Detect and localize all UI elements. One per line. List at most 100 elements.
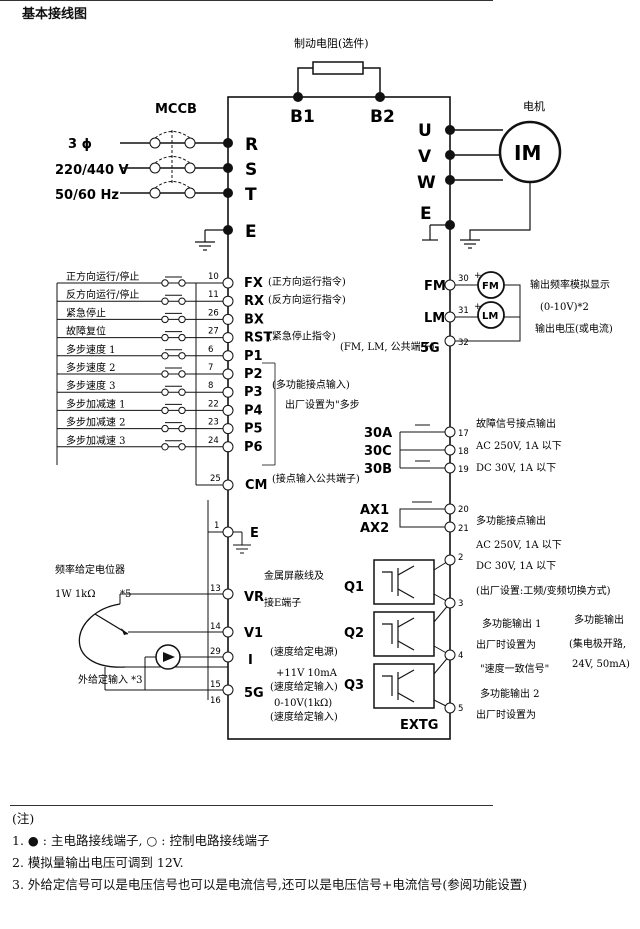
analog-out-common-note: (FM, LM, 公共端子) <box>340 340 435 353</box>
switch-contact <box>161 424 169 433</box>
switch-contact <box>178 352 186 360</box>
lm-num: 31 <box>458 306 469 316</box>
oc-num-4: 4 <box>458 651 463 661</box>
terminal-w: W <box>417 173 436 193</box>
notes-title: (注) <box>12 811 35 826</box>
switch-contact <box>161 279 169 287</box>
control-input-num: 22 <box>208 399 219 409</box>
notes-divider <box>10 805 493 806</box>
control-input-label: P2 <box>244 367 263 382</box>
control-input-note: (反方向运行指令) <box>268 293 346 306</box>
control-input-label: P6 <box>244 440 263 455</box>
v1-num: 14 <box>210 622 221 632</box>
i-label: I <box>248 653 253 668</box>
switch-contact <box>178 388 186 396</box>
mccb-label: MCCB <box>155 102 197 117</box>
control-terminal <box>222 295 234 307</box>
control-input-num: 7 <box>208 363 213 373</box>
analog-out-desc-2: (0-10V)*2 <box>540 302 589 313</box>
oc-note-1: 多功能输出 1 <box>482 617 542 630</box>
pot-label: 频率给定电位器 <box>55 563 125 576</box>
switch-contact <box>161 297 169 305</box>
extg-label: EXTG <box>400 718 438 733</box>
control-terminal <box>222 350 234 362</box>
control-input-label: BX <box>244 312 264 327</box>
inverter-body <box>227 96 451 740</box>
multi-input-note-1: (多功能接点输入) <box>272 378 350 391</box>
control-input-desc: 多步速度 2 <box>66 361 116 374</box>
q3-label: Q3 <box>344 678 364 693</box>
terminal-s: S <box>245 160 257 180</box>
control-input-note: (正方向运行指令) <box>268 275 346 288</box>
control-input-desc: 多步速度 3 <box>66 379 116 392</box>
analog-inputs: 频率给定电位器 1W 1kΩ *5 外给定输入 *3 13 14 29 15 1… <box>55 563 338 723</box>
v1-label: V1 <box>244 626 263 641</box>
analog-in-note-7: (速度给定输入) <box>270 710 338 723</box>
fault-num-19: 19 <box>458 465 469 475</box>
switch-contact <box>178 424 186 433</box>
fault-desc-1: 故障信号接点输出 <box>476 417 556 430</box>
switch-contact <box>161 370 169 378</box>
ax2-label: AX2 <box>360 521 389 536</box>
b2-label: B2 <box>370 107 395 127</box>
analog-in-note-1: 金属屏蔽线及 <box>264 569 324 582</box>
control-input-label: RST <box>244 331 272 346</box>
control-input-desc: 故障复位 <box>66 325 106 338</box>
terminal-t: T <box>245 185 257 205</box>
multi-relay-desc-4: (出厂设置:工频/变频切换方式) <box>476 584 611 597</box>
analog-in-note-2: 接E端子 <box>264 596 301 609</box>
analog-in-note-6: 0-10V(1kΩ) <box>274 698 332 709</box>
phase-label: 3 ϕ <box>68 137 92 152</box>
control-input-num: 6 <box>208 345 213 355</box>
control-input-label: P3 <box>244 385 263 400</box>
control-input-desc: 多步加减速 1 <box>66 397 126 410</box>
control-terminal <box>222 368 234 380</box>
fm-terminal: FM <box>424 279 446 294</box>
oc-num-5: 5 <box>458 704 463 714</box>
q2-label: Q2 <box>344 626 364 641</box>
q1-label: Q1 <box>344 580 364 595</box>
control-terminal <box>222 313 234 325</box>
oc-side-1: 多功能输出 <box>574 613 624 626</box>
brake-resistor: 制动电阻(选件) B1 B2 <box>290 37 395 127</box>
vr-num: 13 <box>210 584 221 594</box>
control-terminal <box>222 332 234 344</box>
switch-contact <box>178 279 186 287</box>
note-3: 3. 外给定信号可以是电压信号也可以是电流信号,还可以是电压信号+电流信号(参阅… <box>12 877 528 892</box>
control-input-label: P4 <box>244 403 263 418</box>
fault-num-18: 18 <box>458 447 469 457</box>
oc-num-2: 2 <box>458 553 463 563</box>
control-input-num: 26 <box>208 308 219 318</box>
analog-in-note-3: (速度给定电源) <box>270 645 338 658</box>
sg-in-num-2: 16 <box>210 696 221 706</box>
control-input-num: 8 <box>208 381 213 391</box>
control-input-desc: 反方向运行/停止 <box>66 288 139 301</box>
switch-contact <box>178 370 186 378</box>
oc-note-4: 多功能输出 2 <box>480 687 540 700</box>
fm-meter: FM <box>482 281 499 292</box>
control-input-num: 11 <box>208 290 219 300</box>
note-1: 1. ● : 主电路接线端子, ○ : 控制电路接线端子 <box>12 833 270 848</box>
terminal-e-motor: E <box>420 204 432 224</box>
sg-terminal: 5G <box>420 341 440 356</box>
control-input-label: P5 <box>244 422 263 437</box>
oc-note-2: 出厂时设置为 <box>476 638 536 651</box>
multi-relay-desc-1: 多功能接点输出 <box>476 514 546 527</box>
fault-desc-3: DC 30V, 1A 以下 <box>476 463 556 474</box>
control-input-desc: 多步速度 1 <box>66 343 116 356</box>
analog-out-desc-3: 输出电压(或电流) <box>535 322 613 335</box>
control-input-label: FX <box>244 276 263 291</box>
multi-relay-desc-3: DC 30V, 1A 以下 <box>476 561 556 572</box>
control-input-num: 23 <box>208 418 219 428</box>
terminal-r: R <box>245 135 258 155</box>
fault-num-17: 17 <box>458 429 469 439</box>
switch-contact <box>178 315 186 324</box>
frequency-label: 50/60 Hz <box>55 188 119 203</box>
oc-side-3: 24V, 50mA) <box>572 659 630 670</box>
fault-30a: 30A <box>364 426 392 441</box>
terminal-e-input: E <box>245 222 257 242</box>
control-input-desc: 正方向运行/停止 <box>66 270 139 283</box>
svg-text:+: + <box>474 271 482 281</box>
control-input-num: 10 <box>208 272 219 282</box>
